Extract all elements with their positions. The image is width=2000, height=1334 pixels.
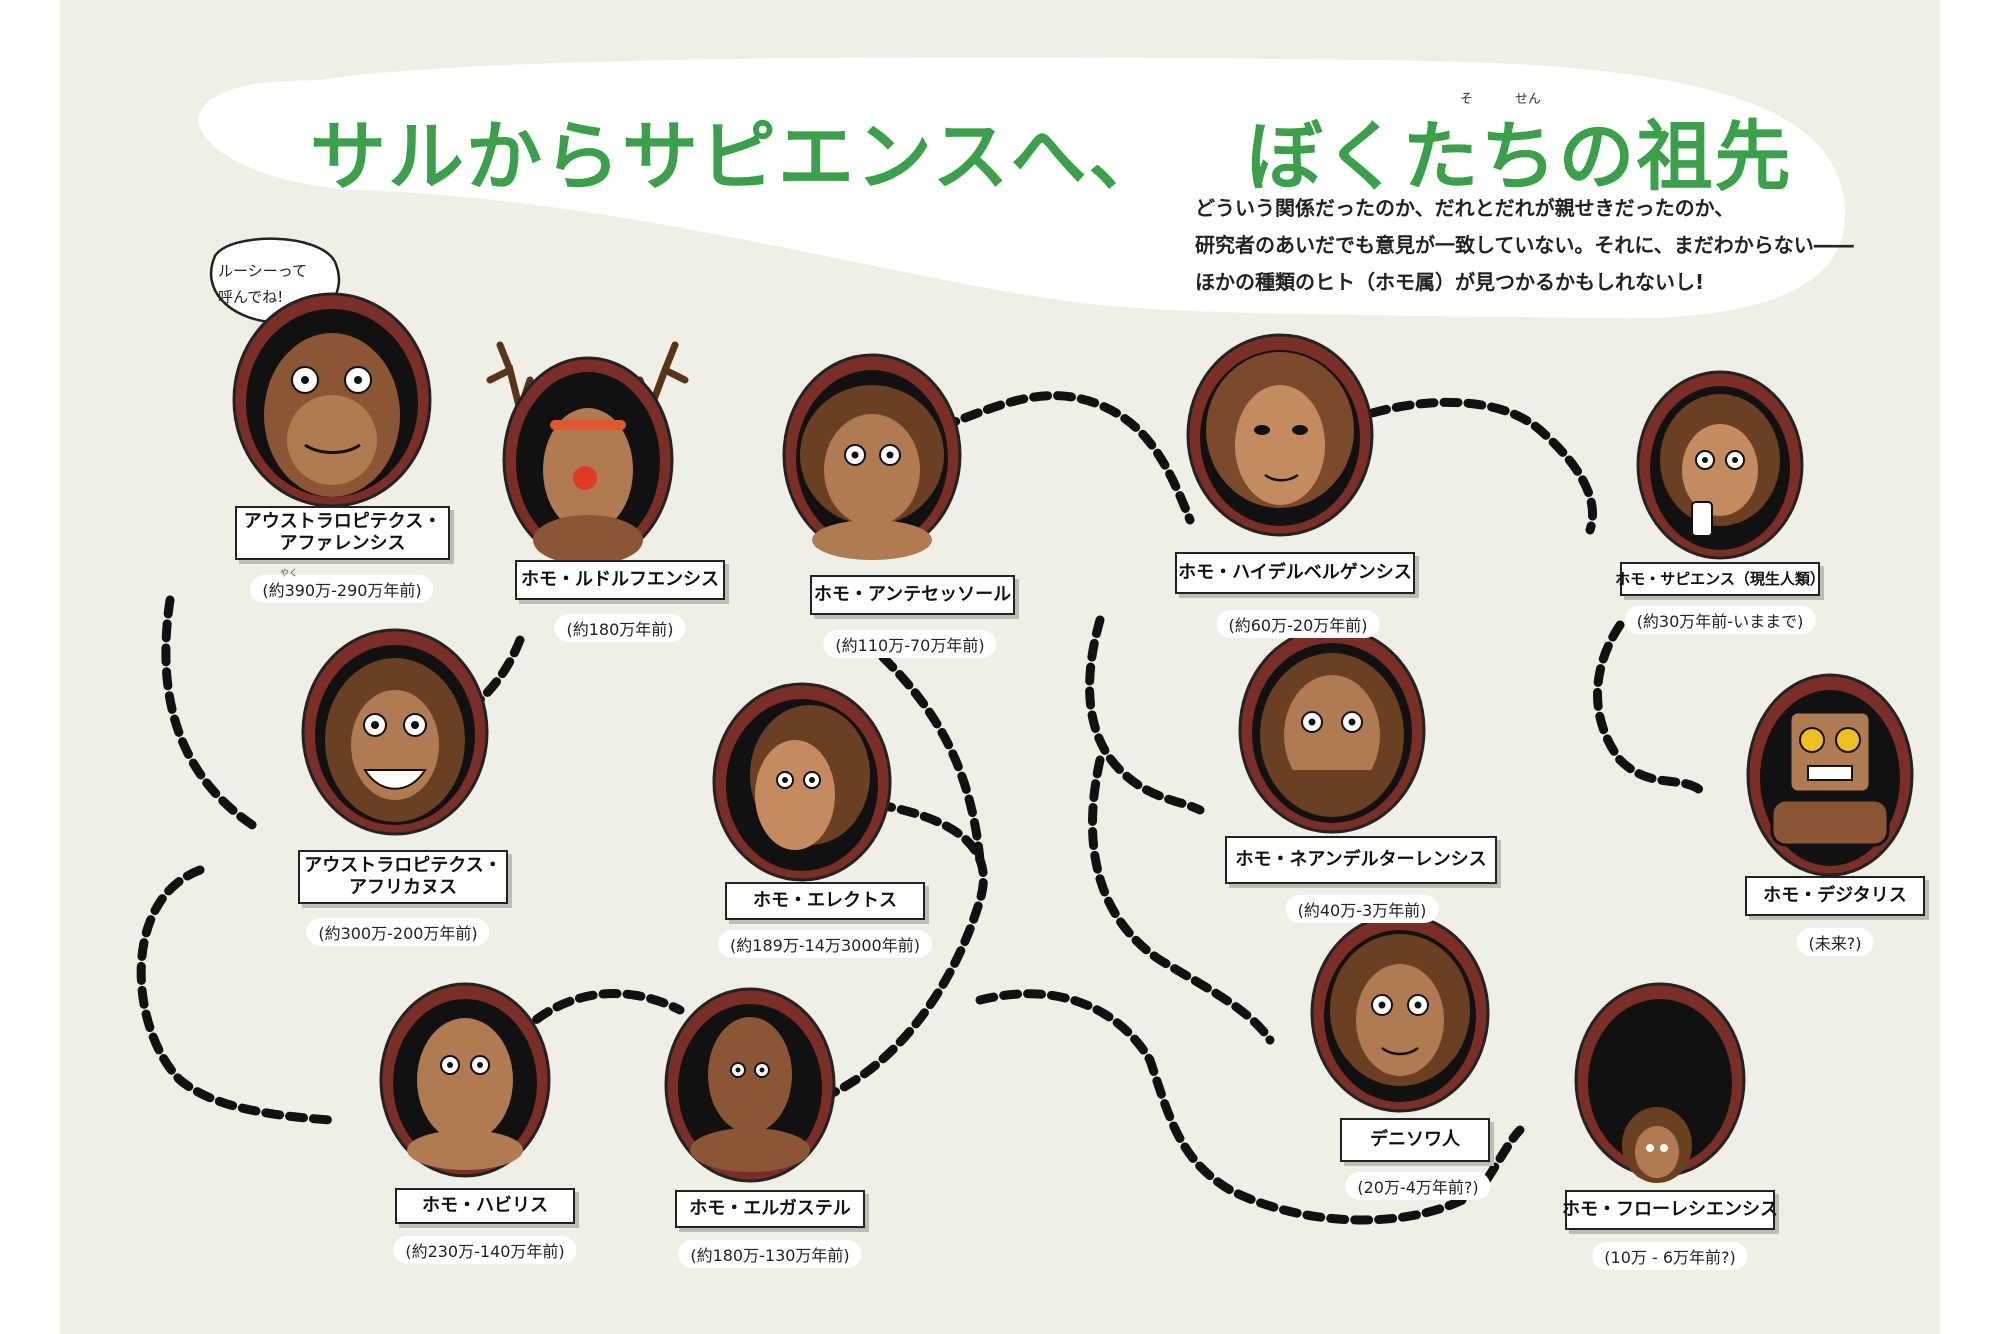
speech-bubble-line-1: ルーシーって [218,262,307,280]
title-part1: サルからサピエンスへ、 [310,112,1167,201]
species-name-line: アウストラロピテクス・ [304,855,502,876]
species-label-afarensis: アウストラロピテクス・ アファレンシス [235,506,450,560]
species-label-habilis: ホモ・ハビリス [395,1188,575,1224]
path-antecessor-heidelbergensis [915,391,1195,525]
species-date-rudolfensis: (約180万年前) [554,614,686,642]
title-part2: ぼくたちの祖先 [1246,112,1793,201]
path-afarensis-africanus [161,595,265,835]
portrait-heidelbergensis [1186,333,1374,537]
species-label-erectus: ホモ・エレクトス [725,882,925,920]
species-label-ergaster: ホモ・エルガステル [675,1190,865,1228]
species-label-antecessor: ホモ・アンテセッソール [810,575,1015,615]
species-label-africanus: アウストラロピテクス・ アフリカヌス [298,850,508,904]
species-date-afarensis: (約390万-290万年前) [250,575,434,603]
path-heidelbergensis-sapiens [1345,397,1598,535]
species-label-digitalis: ホモ・デジタリス [1745,876,1925,916]
species-date-heidelbergensis: (約60万-20万年前) [1216,610,1380,638]
species-date-ergaster: (約180万-130万年前) [678,1240,862,1268]
portrait-floresiensis [1574,982,1746,1183]
portrait-denisovan [1310,913,1490,1113]
title-ruby-so: そ [1460,92,1474,107]
species-label-sapiens: ホモ・サピエンス（現生人類） [1615,562,1825,596]
portrait-neanderthalensis [1238,626,1426,834]
portrait-digitalis [1746,673,1914,877]
path-africanus-habilis [136,865,335,1125]
ruby-yaku: やく [280,569,299,579]
species-label-floresiensis: ホモ・フローレシエンシス [1562,1190,1778,1230]
species-date-erectus: (約189万-14万3000年前) [718,930,932,958]
portrait-africanus [301,628,489,836]
portrait-erectus [712,682,892,882]
species-date-neanderthalensis: (約40万-3万年前) [1285,895,1439,923]
portrait-antecessor [782,353,962,560]
species-label-heidelbergensis: ホモ・ハイデルベルゲンシス [1175,552,1415,594]
species-label-rudolfensis: ホモ・ルドルフエンシス [515,560,725,600]
path-sapiens-digitalis [1593,620,1705,795]
species-date-digitalis: (未来?) [1796,928,1874,956]
intro-text: どういう関係だったのか、だれとだれが親せきだったのか、 研究者のあいだでも意見が… [1195,190,1854,301]
path-heidelbergensis-denisovan [1088,755,1275,1045]
portrait-rudolfensis [486,341,689,565]
species-name-line: アフリカヌス [349,877,457,898]
species-label-neanderthalensis: ホモ・ネアンデルターレンシス [1225,836,1497,884]
species-date-denisovan: (20万-4万年前?) [1345,1172,1491,1200]
portrait-sapiens [1636,370,1804,560]
species-label-denisovan: デニソワ人 [1340,1118,1490,1162]
illustration [136,57,1914,1225]
species-name-line: アファレンシス [279,533,406,554]
intro-line-3: ほかの種類のヒト（ホモ属）が見つかるかもしれないし! [1195,270,1705,294]
species-date-floresiensis: (10万 - 6万年前?) [1592,1242,1748,1270]
path-ergaster-erectus [795,800,988,1110]
intro-line-2: 研究者のあいだでも意見が一致していない。それに、まだわからない―― [1195,233,1854,257]
species-date-sapiens: (約30万年前-いままで) [1624,606,1816,634]
title-ruby-sen: せん [1515,92,1542,107]
page-title: サルからサピエンスへ、ぼくたちの祖先 [310,95,1792,205]
path-heidelbergensis-neanderthal [1085,615,1205,815]
portrait-ergaster [664,987,836,1183]
speech-bubble-text: ルーシーって 呼んでね! [218,258,338,310]
path-erectus-antecessor [865,640,985,865]
intro-line-1: どういう関係だったのか、だれとだれが親せきだったのか、 [1195,196,1735,220]
species-date-antecessor: (約110万-70万年前) [823,630,997,658]
species-date-habilis: (約230万-140万年前) [393,1236,577,1264]
title-cloud [198,57,1846,319]
portrait-habilis [379,982,551,1178]
portrait-afarensis [232,292,432,508]
speech-bubble-line-2: 呼んでね! [218,288,284,306]
species-name-line: アウストラロピテクス・ [243,511,442,532]
species-date-africanus: (約300万-200万年前) [306,918,490,946]
page: サルからサピエンスへ、ぼくたちの祖先 そ せん どういう関係だったのか、だれとだ… [60,0,1940,1334]
